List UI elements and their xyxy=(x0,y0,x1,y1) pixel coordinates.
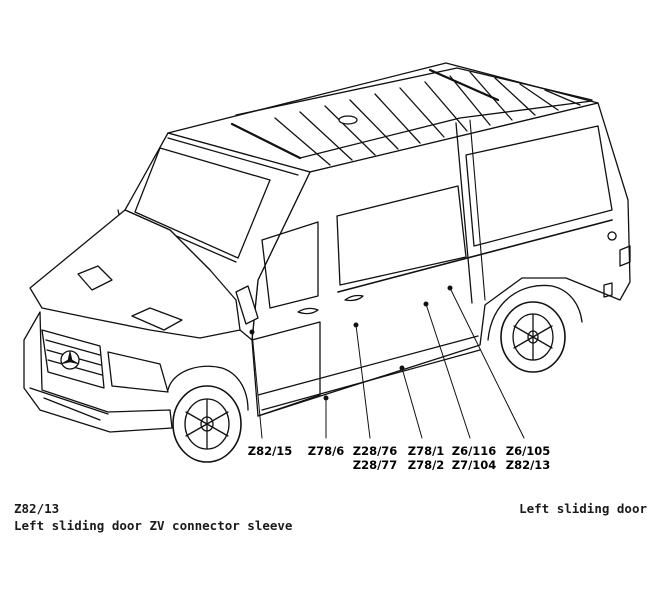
callout-z78-1: Z78/1 Z78/2 xyxy=(408,444,445,472)
caption-location: Left sliding door xyxy=(519,501,647,516)
caption-description: Left sliding door ZV connector sleeve xyxy=(14,518,293,533)
callout-line: Z78/6 xyxy=(307,444,345,458)
callout-z78-6: Z78/6 xyxy=(308,444,345,458)
callout-line: Z82/13 xyxy=(505,458,551,472)
callout-line: Z6/105 xyxy=(505,444,551,458)
callout-line: Z78/1 xyxy=(407,444,445,458)
callout-line: Z82/15 xyxy=(247,444,293,458)
front-end xyxy=(23,209,249,433)
roof xyxy=(167,62,599,173)
front-wheel xyxy=(172,385,242,463)
rear-wheel xyxy=(487,284,583,373)
callout-line: Z6/116 xyxy=(451,444,497,458)
callout-line: Z78/2 xyxy=(407,458,445,472)
van-illustration xyxy=(23,62,631,463)
caption-code: Z82/13 xyxy=(14,501,60,516)
callout-z6-116: Z6/116 Z7/104 xyxy=(452,444,497,472)
callout-line: Z28/76 xyxy=(352,444,398,458)
callout-line: Z7/104 xyxy=(451,458,497,472)
callout-line: Z28/77 xyxy=(352,458,398,472)
callout-z28-76: Z28/76 Z28/77 xyxy=(353,444,398,472)
callout-z6-105: Z6/105 Z82/13 xyxy=(506,444,551,472)
leader-lines xyxy=(249,285,525,439)
callout-z82-15: Z82/15 xyxy=(248,444,293,458)
